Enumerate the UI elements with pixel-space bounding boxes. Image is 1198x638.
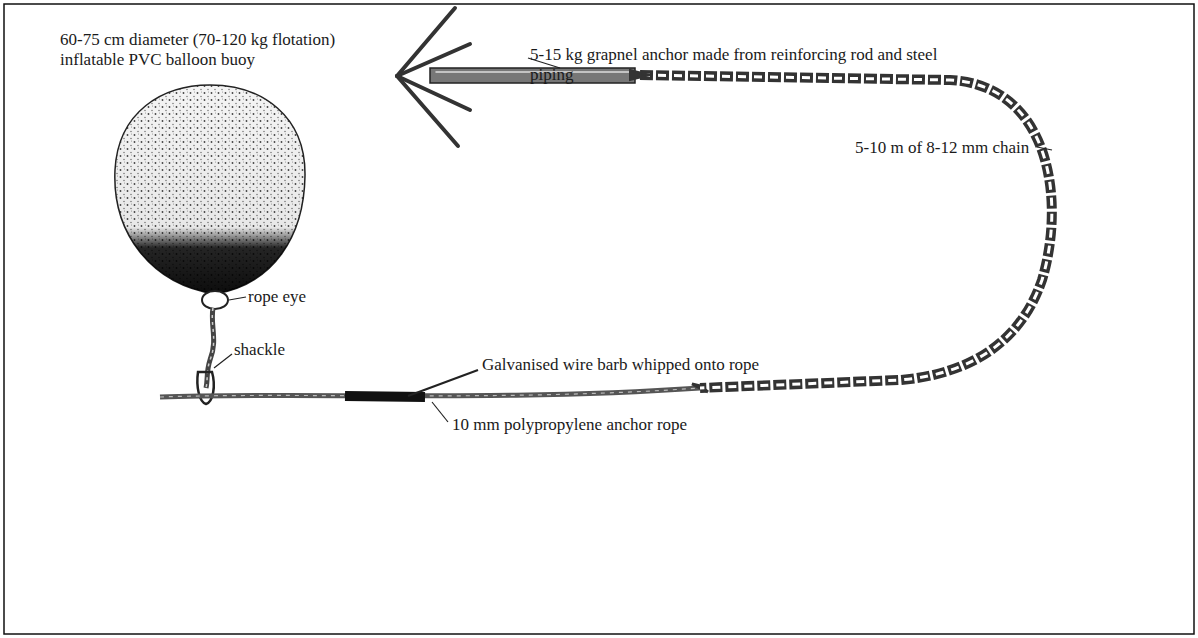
rope-strands: [160, 388, 700, 397]
rope-label: 10 mm polypropylene anchor rope: [452, 415, 687, 435]
wire-barb: [408, 370, 478, 396]
whipping: [345, 396, 425, 397]
shackle: [197, 372, 213, 404]
frame: [4, 4, 1194, 634]
grapnel-anchor: [397, 8, 650, 146]
leader-lines: [214, 58, 1052, 422]
anchor-label: 5-15 kg grapnel anchor made from reinfor…: [530, 45, 950, 85]
barb-label: Galvanised wire barb whipped onto rope: [482, 355, 759, 375]
anchor-rope: [160, 388, 700, 397]
chain-label: 5-10 m of 8-12 mm chain: [855, 138, 1029, 158]
shackle-label: shackle: [234, 340, 285, 360]
chain-links: [640, 75, 1052, 388]
rope-eye-label: rope eye: [248, 287, 306, 307]
buoy-label: 60-75 cm diameter (70-120 kg flotation) …: [60, 30, 360, 70]
chain: [640, 75, 1052, 388]
balloon-buoy: [115, 85, 305, 309]
